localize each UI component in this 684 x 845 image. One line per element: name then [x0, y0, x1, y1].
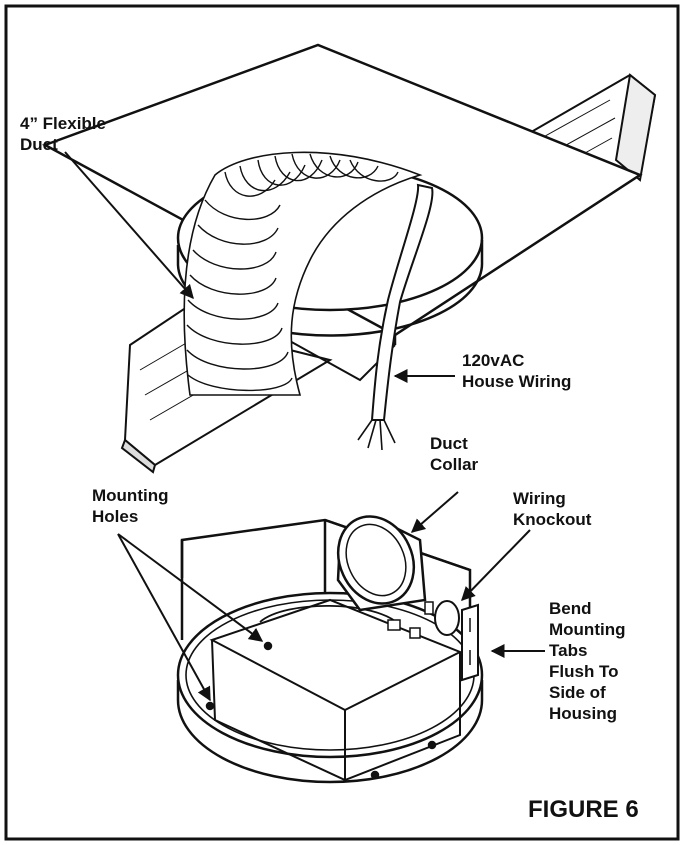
label-mounting-holes-line-1: Mounting — [92, 486, 169, 505]
arrow-mounting-hole-1 — [117, 533, 264, 642]
label-mounting-tabs: Bend Mounting Tabs Flush To Side of Hous… — [549, 598, 625, 724]
label-mounting-tabs-line-1: Bend — [549, 599, 592, 618]
label-mounting-tabs-line-3: Tabs — [549, 641, 588, 660]
leader-arrows — [64, 151, 545, 702]
label-mounting-holes: Mounting Holes — [92, 485, 168, 527]
label-house-wiring: 120vAC House Wiring — [462, 350, 571, 392]
label-wiring-knockout: Wiring Knockout — [513, 488, 591, 530]
figure-border — [4, 4, 680, 841]
label-duct-collar: Duct Collar — [430, 433, 478, 475]
house-wiring-cable — [357, 183, 434, 451]
label-mounting-tabs-line-5: Side of — [549, 683, 606, 702]
label-house-wiring-line-1: 120vAC — [462, 351, 525, 370]
label-wiring-knockout-line-2: Knockout — [513, 510, 592, 529]
arrow-mounting-hole-2 — [117, 533, 211, 702]
duct-collar — [336, 515, 427, 612]
label-duct-collar-line-1: Duct — [430, 434, 468, 453]
arrow-duct-collar — [410, 491, 459, 533]
label-wiring-knockout-line-1: Wiring — [513, 489, 566, 508]
arrow-flex-duct — [64, 151, 194, 300]
label-house-wiring-line-2: House Wiring — [462, 372, 572, 391]
label-mounting-holes-line-2: Holes — [92, 507, 139, 526]
label-mounting-tabs-line-6: Housing — [549, 704, 617, 723]
label-duct-collar-line-2: Collar — [430, 455, 479, 474]
label-flexible-duct-line-1: 4” Flexible — [20, 114, 106, 133]
figure-title: FIGURE 6 — [528, 796, 639, 823]
label-mounting-tabs-line-4: Flush To — [549, 662, 619, 681]
flexible-duct — [183, 151, 423, 396]
label-mounting-tabs-line-2: Mounting — [549, 620, 626, 639]
label-flexible-duct: 4” Flexible Duct — [20, 113, 106, 155]
label-flexible-duct-line-2: Duct — [20, 135, 58, 154]
fan-housing — [176, 518, 484, 784]
arrow-wiring-knockout — [461, 529, 531, 602]
wiring-knockout — [387, 600, 479, 682]
